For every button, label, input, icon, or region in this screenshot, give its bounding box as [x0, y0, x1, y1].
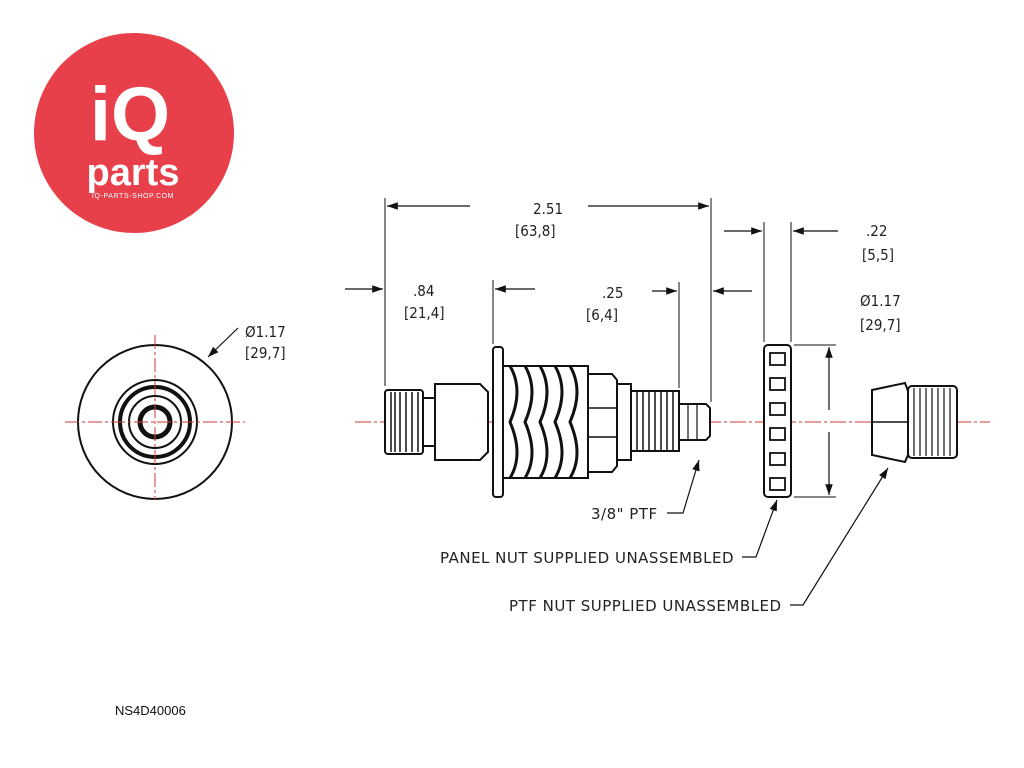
end-view-diameter-mm: [29,7]: [245, 344, 286, 362]
dim-overall-length-mm: [63,8]: [515, 222, 556, 240]
callout-thread: 3/8" PTF: [591, 505, 658, 523]
extension-lines: [384, 198, 836, 498]
dim-overall-length-in: 2.51: [533, 200, 563, 218]
logo-website: IQ-PARTS-SHOP.COM: [92, 193, 174, 200]
ptf-nut: [871, 381, 958, 464]
hose-barb: [678, 403, 711, 441]
hex-collar: [616, 383, 632, 461]
logo-badge: [34, 33, 234, 233]
callout-ptf-nut: PTF NUT SUPPLIED UNASSEMBLED: [509, 597, 782, 615]
dim-nut-thickness-in: .22: [866, 222, 887, 240]
dim-nut-diameter-mm: [29,7]: [860, 316, 901, 334]
end-view-diameter-in: Ø1.17: [245, 323, 286, 341]
hex-section: [587, 373, 618, 473]
end-view-leader: [207, 327, 239, 358]
dim-thread-length-mm: [6,4]: [586, 306, 618, 324]
panel-flange: [492, 346, 504, 498]
dim-front-length-mm: [21,4]: [404, 304, 445, 322]
logo-brand-line2: parts: [87, 152, 180, 194]
iq-parts-logo: iQ parts IQ-PARTS-SHOP.COM: [34, 33, 234, 233]
callout-leaders: [667, 459, 889, 606]
nose-neck: [422, 397, 436, 447]
part-number: NS4D40006: [115, 703, 186, 718]
callout-panel-nut: PANEL NUT SUPPLIED UNASSEMBLED: [440, 549, 734, 567]
logo-brand-line1: iQ: [90, 72, 170, 157]
panel-nut: [763, 344, 792, 498]
coupling-body: [434, 383, 489, 461]
dim-front-length-in: .84: [413, 282, 434, 300]
dimension-lines: [345, 202, 838, 495]
dim-nut-thickness-mm: [5,5]: [862, 246, 894, 264]
dim-nut-diameter-in: Ø1.17: [860, 292, 901, 310]
fitting-side-view: [355, 346, 990, 498]
end-view: [65, 327, 245, 500]
dim-thread-length-in: .25: [602, 284, 623, 302]
